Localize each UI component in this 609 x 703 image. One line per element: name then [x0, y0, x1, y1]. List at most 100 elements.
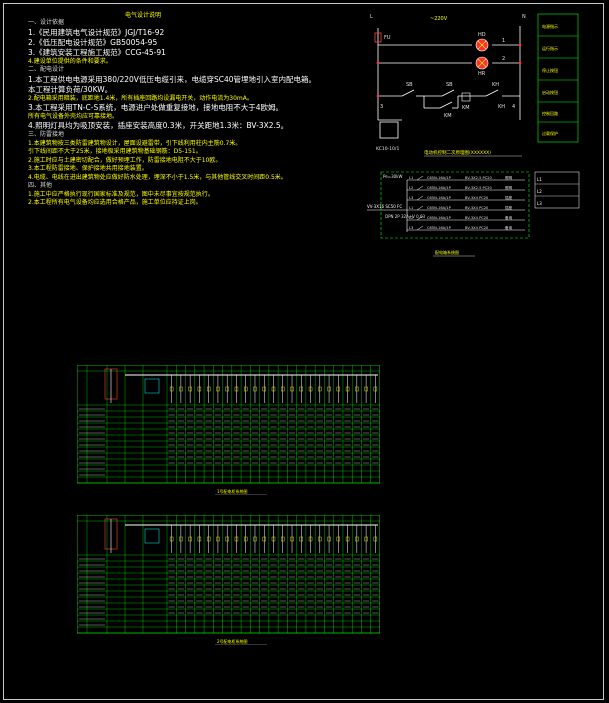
- notes-line: 2.施工时应与土建密切配合，做好预埋工作，防雷接地电阻不大于10欧。: [28, 156, 222, 164]
- dist-row-switch: [416, 225, 424, 231]
- dist-row-cable: BV-3X2.5 PC20: [465, 176, 492, 180]
- node-2: 2: [502, 56, 505, 62]
- notes-line: 2.配电箱采用暗装，底距地1.4米，所有插座回路均设漏电开关，动作电流为30mA…: [28, 94, 253, 102]
- drawing-frame: [3, 3, 604, 700]
- dist-row-phase: L1: [409, 206, 413, 210]
- circuit-breaker-symbol: [216, 536, 220, 542]
- circuit-breaker-symbol: [197, 536, 202, 542]
- meter-box: [144, 378, 160, 394]
- circuit-breaker-symbol: [299, 386, 303, 392]
- circuit-breaker-symbol: [327, 386, 331, 392]
- km-label: KM: [462, 105, 470, 111]
- dist-row-use: 照明: [505, 175, 513, 180]
- notes-line: 4.建设单位提供的条件和要求。: [28, 57, 112, 65]
- circuit-breaker-symbol: [336, 386, 341, 392]
- circuit-breaker-symbol: [188, 536, 192, 542]
- circuit-breaker-symbol: [364, 536, 368, 542]
- circuit-breaker-symbol: [225, 386, 229, 392]
- dist-caption: 配电箱系统图: [435, 249, 459, 255]
- circuit-breaker-symbol: [355, 536, 359, 542]
- circuit-breaker-symbol: [253, 536, 257, 542]
- circuit-breaker-symbol: [179, 536, 183, 542]
- circuit-breaker-symbol: [290, 386, 294, 392]
- circuit-breaker-symbol: [169, 536, 174, 542]
- notes-section-heading: 一、设计依据: [28, 19, 65, 26]
- dist-row-switch: [416, 175, 424, 181]
- dist-row-switch: [416, 195, 424, 201]
- dist-row-phase: L1: [409, 176, 413, 180]
- notes-line: 1.本建筑物按三类防雷建筑物设计，屋面设避雷带，引下线利用柱内主筋0.7米。: [28, 140, 242, 147]
- circuit-breaker-symbol: [281, 536, 285, 542]
- circuit-breaker-symbol: [345, 386, 350, 392]
- dist-row-switch: [416, 185, 424, 191]
- circuit-breaker-symbol: [225, 536, 229, 542]
- circuit-breaker-symbol: [271, 386, 276, 392]
- control-caption: 电动机控制二次原理图(XXXXXX): [424, 149, 491, 156]
- control-legend: 电源指示 运行指示 停止按钮 启动按钮 控制回路 过载保护: [537, 13, 579, 143]
- kh2-label: KH: [498, 104, 505, 110]
- sb-label: SB: [406, 82, 413, 88]
- notes-section-heading: 四、其他: [28, 182, 53, 190]
- schedule-border: [77, 365, 380, 484]
- circuit-breaker-symbol: [234, 536, 239, 542]
- circuit-breaker-symbol: [373, 386, 378, 392]
- notes-line: 3.《建筑安装工程施工规范》CCG-45-91: [28, 47, 166, 57]
- circuit-breaker-symbol: [281, 386, 285, 392]
- legend-item: 过载保护: [542, 130, 558, 136]
- power-label: Pe=30kW: [383, 174, 402, 179]
- dist-row-breaker: C65N-16A/1P: [427, 196, 452, 200]
- main-switch-label: DPN 2P 32A+V 0.03: [385, 214, 426, 219]
- meter-box: [144, 528, 160, 544]
- notes-line: 1.施工中应严格执行现行国家标准及规范，图中未尽事宜按规范执行。: [28, 190, 214, 198]
- circuit-breaker-symbol: [364, 386, 368, 392]
- notes-title: 电气设计说明: [124, 12, 161, 19]
- notes-section-heading: 三、防雷接地: [28, 131, 65, 139]
- circuit-breaker-symbol: [327, 536, 331, 542]
- circuit-breaker-symbol: [206, 386, 211, 392]
- circuit-breaker-symbol: [299, 536, 303, 542]
- dist-row-breaker: C65N-16A/1P: [427, 226, 452, 230]
- dist-row-phase: L2: [409, 216, 413, 220]
- circuit-breaker-symbol: [244, 536, 248, 542]
- node-1: 1: [502, 38, 505, 44]
- dist-row-use: 备用: [505, 215, 513, 220]
- notes-line: 3.本工程防雷接地、保护接地共用接地装置。: [28, 165, 148, 173]
- indicator-lamps: [461, 38, 489, 102]
- sb2-label: SB: [446, 82, 453, 88]
- dist-row-cable: BV-3X4 PC20: [465, 226, 489, 230]
- note-phase: L2: [537, 189, 542, 194]
- schedule-border: [77, 515, 380, 634]
- dist-row-switch: [416, 215, 424, 221]
- schedule-caption: 2号配电柜系统图: [217, 638, 248, 644]
- legend-item: 运行指示: [542, 45, 558, 51]
- node-3: 3: [380, 104, 383, 110]
- notes-line: 1.本工程供电电源采用380/220V低压电缆引来，电缆穿SC40管埋地引入室内…: [28, 74, 316, 84]
- dist-row-phase: L2: [409, 186, 413, 190]
- circuit-breaker-symbol: [169, 386, 174, 392]
- dist-row-use: 备用: [505, 225, 513, 230]
- panel-schedule-1: 1号配电柜系统图: [77, 365, 380, 495]
- circuit-breaker-symbol: [262, 386, 266, 392]
- circuit-breaker-symbol: [345, 536, 350, 542]
- circuit-breaker-symbol: [373, 536, 378, 542]
- dist-row-switch: [416, 205, 424, 211]
- circuit-breaker-symbol: [253, 386, 257, 392]
- dist-row-use: 插座: [505, 195, 513, 200]
- circuit-breaker-symbol: [308, 536, 313, 542]
- dist-row-breaker: C65N-16A/1P: [427, 176, 452, 180]
- dist-row-use: 插座: [505, 205, 513, 210]
- circuit-breaker-symbol: [308, 386, 313, 392]
- circuit-breaker-symbol: [271, 536, 276, 542]
- fu-label: FU: [384, 35, 391, 41]
- circuit-breaker-symbol: [206, 536, 211, 542]
- dist-row-cable: BV-3X4 PC20: [465, 216, 489, 220]
- kh-label: KH: [492, 82, 499, 88]
- notes-line: 4.电缆、电线在进出建筑物处应做好防水处理，埋深不小于1.5米，与其他管线交叉时…: [28, 173, 287, 181]
- schedule-caption: 1号配电柜系统图: [217, 488, 248, 494]
- circuit-breaker-symbol: [197, 386, 202, 392]
- circuit-breaker-symbol: [188, 386, 192, 392]
